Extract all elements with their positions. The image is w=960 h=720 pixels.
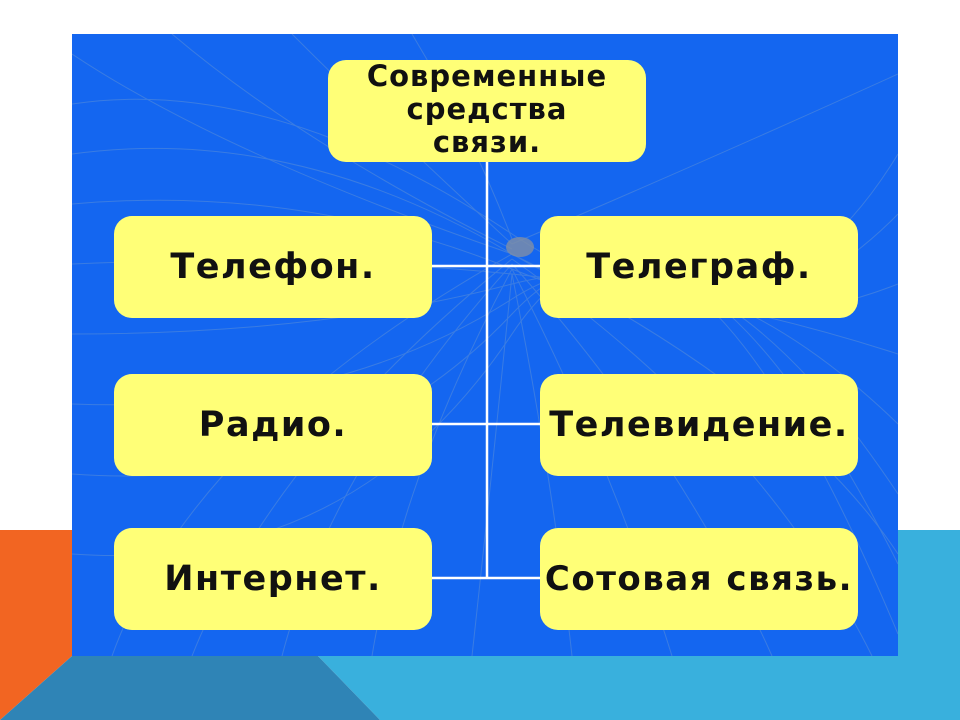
node-cellular: Сотовая связь. <box>540 528 858 630</box>
node-television: Телевидение. <box>540 374 858 476</box>
connector-lines <box>432 162 540 580</box>
node-telephone: Телефон. <box>114 216 432 318</box>
node-radio: Радио. <box>114 374 432 476</box>
node-internet-label: Интернет. <box>164 559 382 599</box>
root-node: Современные средства связи. <box>328 60 646 162</box>
node-telegraph: Телеграф. <box>540 216 858 318</box>
orange-corner-shape <box>0 530 72 720</box>
node-cellular-label: Сотовая связь. <box>544 559 854 599</box>
node-telephone-label: Телефон. <box>170 247 376 287</box>
light-blue-corner-shape <box>318 530 960 720</box>
root-node-label: Современные средства связи. <box>366 59 608 159</box>
node-telegraph-label: Телеграф. <box>586 247 812 287</box>
node-television-label: Телевидение. <box>549 405 849 445</box>
dark-blue-band-shape <box>0 656 380 720</box>
node-internet: Интернет. <box>114 528 432 630</box>
satellite-dish-shape <box>506 237 534 257</box>
node-radio-label: Радио. <box>198 405 348 445</box>
diagram-panel: Современные средства связи. Телефон. Тел… <box>72 34 898 656</box>
